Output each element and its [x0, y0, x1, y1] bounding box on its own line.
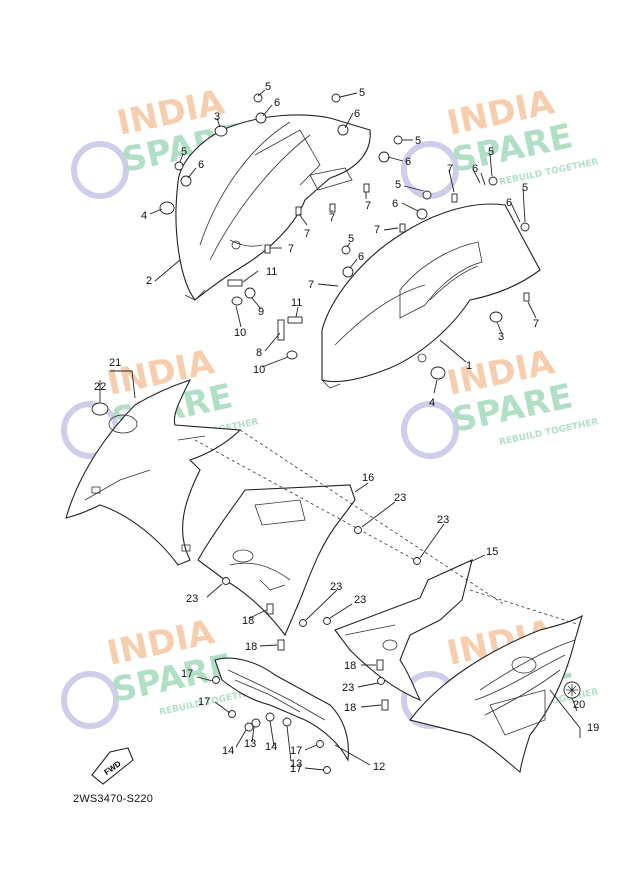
callout-23: 23 — [330, 581, 342, 593]
part-lower-fairing — [409, 614, 583, 774]
callout-4: 4 — [141, 210, 147, 222]
callout-23: 23 — [186, 593, 198, 605]
alignment-lines — [194, 429, 581, 626]
part-lower-bracket — [214, 657, 349, 762]
callout-21: 21 — [109, 357, 121, 369]
diagram-code: 2WS3470-S220 — [73, 793, 154, 805]
callout-7: 7 — [374, 224, 380, 236]
callout-23: 23 — [354, 594, 366, 606]
callout-16: 16 — [362, 472, 374, 484]
callout-17: 17 — [290, 763, 302, 775]
callout-17: 17 — [181, 668, 193, 680]
callout-23: 23 — [437, 514, 449, 526]
part-side-cover-right — [321, 203, 541, 389]
callout-10: 10 — [234, 327, 246, 339]
callout-2: 2 — [146, 275, 152, 287]
callout-3: 3 — [498, 331, 504, 343]
callout-5: 5 — [415, 135, 421, 147]
callout-6: 6 — [405, 156, 411, 168]
callout-7: 7 — [304, 228, 310, 240]
callout-7: 7 — [365, 200, 371, 212]
callout-17: 17 — [198, 696, 210, 708]
callout-7: 7 — [288, 243, 294, 255]
callout-11: 11 — [291, 297, 302, 309]
watermark-logo: INDIA SPARE REBUILD TOGETHER — [401, 82, 599, 199]
callout-6: 6 — [506, 197, 512, 209]
callout-11: 11 — [266, 266, 277, 278]
callout-14: 14 — [222, 745, 234, 757]
callout-20: 20 — [573, 699, 585, 711]
callout-13: 13 — [244, 738, 256, 750]
callout-6: 6 — [198, 159, 204, 171]
callout-23: 23 — [394, 492, 406, 504]
forward-direction-arrow-icon: FWD — [91, 747, 134, 785]
callout-7: 7 — [533, 318, 539, 330]
callout-19: 19 — [587, 722, 599, 734]
callout-5: 5 — [265, 81, 271, 93]
callout-18: 18 — [344, 702, 356, 714]
callout-9: 9 — [258, 306, 264, 318]
part-side-cover-left — [175, 114, 371, 301]
callout-10: 10 — [253, 364, 265, 376]
callout-5: 5 — [359, 87, 365, 99]
callout-13: 13 — [290, 758, 302, 770]
callout-5: 5 — [488, 146, 494, 158]
callout-3: 3 — [214, 111, 220, 123]
callout-6: 6 — [472, 163, 478, 175]
callout-6: 6 — [358, 251, 364, 263]
callout-15: 15 — [486, 546, 498, 558]
callout-6: 6 — [274, 97, 280, 109]
callout-4: 4 — [429, 397, 435, 409]
callout-22: 22 — [94, 381, 106, 393]
callout-18: 18 — [344, 660, 356, 672]
callout-1: 1 — [466, 360, 472, 372]
callout-7: 7 — [308, 279, 314, 291]
callout-18: 18 — [245, 641, 257, 653]
callout-5: 5 — [395, 179, 401, 191]
callout-17: 17 — [290, 745, 302, 757]
callout-6: 6 — [354, 108, 360, 120]
callout-14: 14 — [265, 741, 277, 753]
callout-7: 7 — [447, 163, 453, 175]
part-inner-panel — [197, 484, 356, 637]
callout-23: 23 — [342, 682, 354, 694]
callout-6: 6 — [392, 198, 398, 210]
callout-5: 5 — [181, 146, 187, 158]
leader-lines — [99, 89, 581, 771]
callout-18: 18 — [242, 615, 254, 627]
fasteners — [91, 93, 581, 774]
callout-8: 8 — [256, 347, 262, 359]
callout-12: 12 — [373, 761, 385, 773]
callout-5: 5 — [348, 233, 354, 245]
callout-5: 5 — [522, 182, 528, 194]
callout-7: 7 — [329, 212, 335, 224]
part-cowl-panel — [65, 379, 242, 566]
callout-labels: 5 6 3 5 6 4 2 5 6 5 6 5 6 7 5 6 5 6 7 5 … — [94, 81, 599, 775]
